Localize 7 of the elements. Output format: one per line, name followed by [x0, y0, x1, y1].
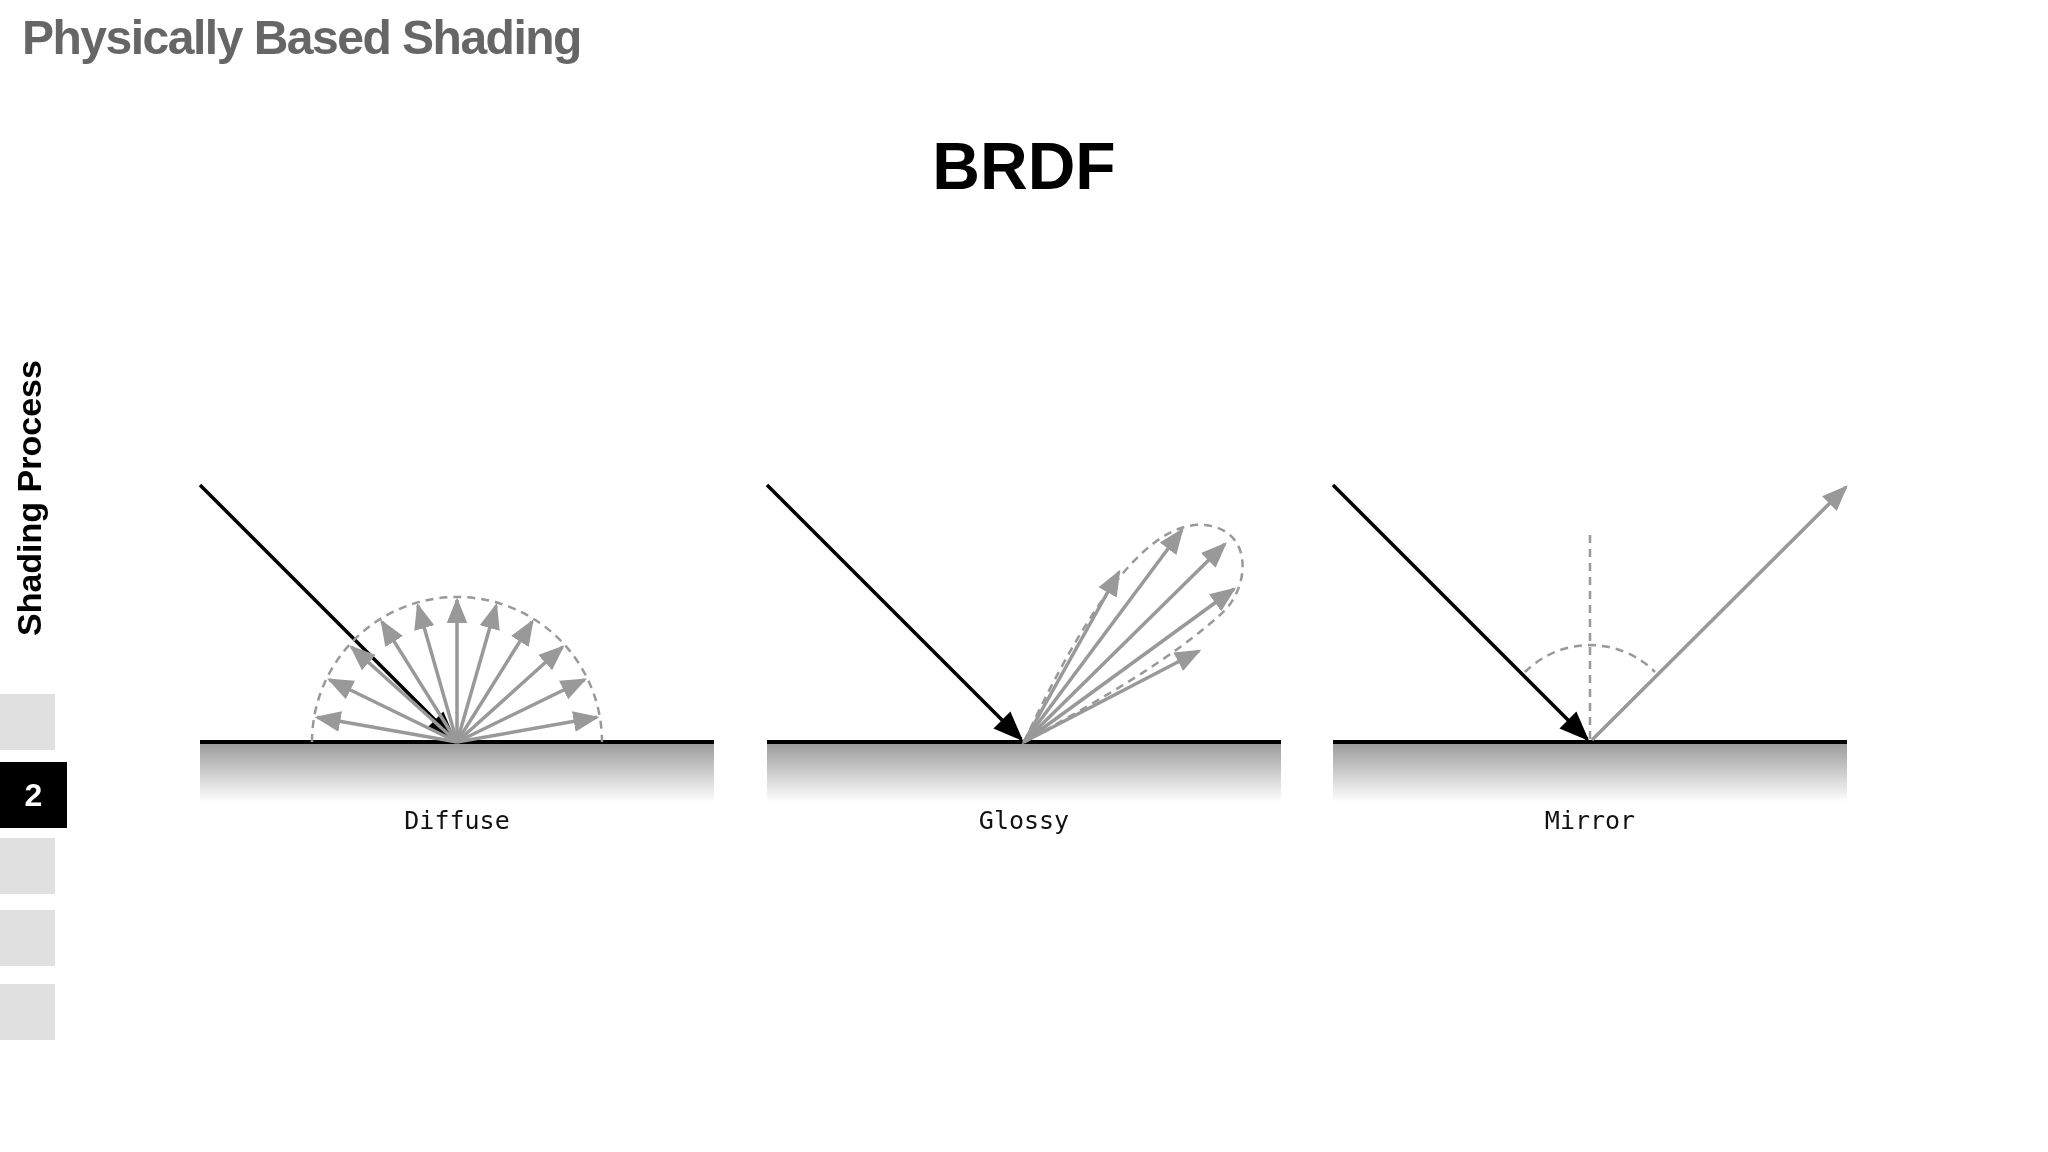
panel-caption: Diffuse [404, 806, 510, 835]
panel-caption: Glossy [978, 806, 1070, 835]
page-header: Physically Based Shading [22, 10, 581, 65]
page-number-tab: 2 [0, 762, 67, 828]
section-title: Shading Process [12, 360, 46, 636]
panel-caption: Mirror [1544, 806, 1636, 835]
slide-title: BRDF [931, 128, 1117, 204]
